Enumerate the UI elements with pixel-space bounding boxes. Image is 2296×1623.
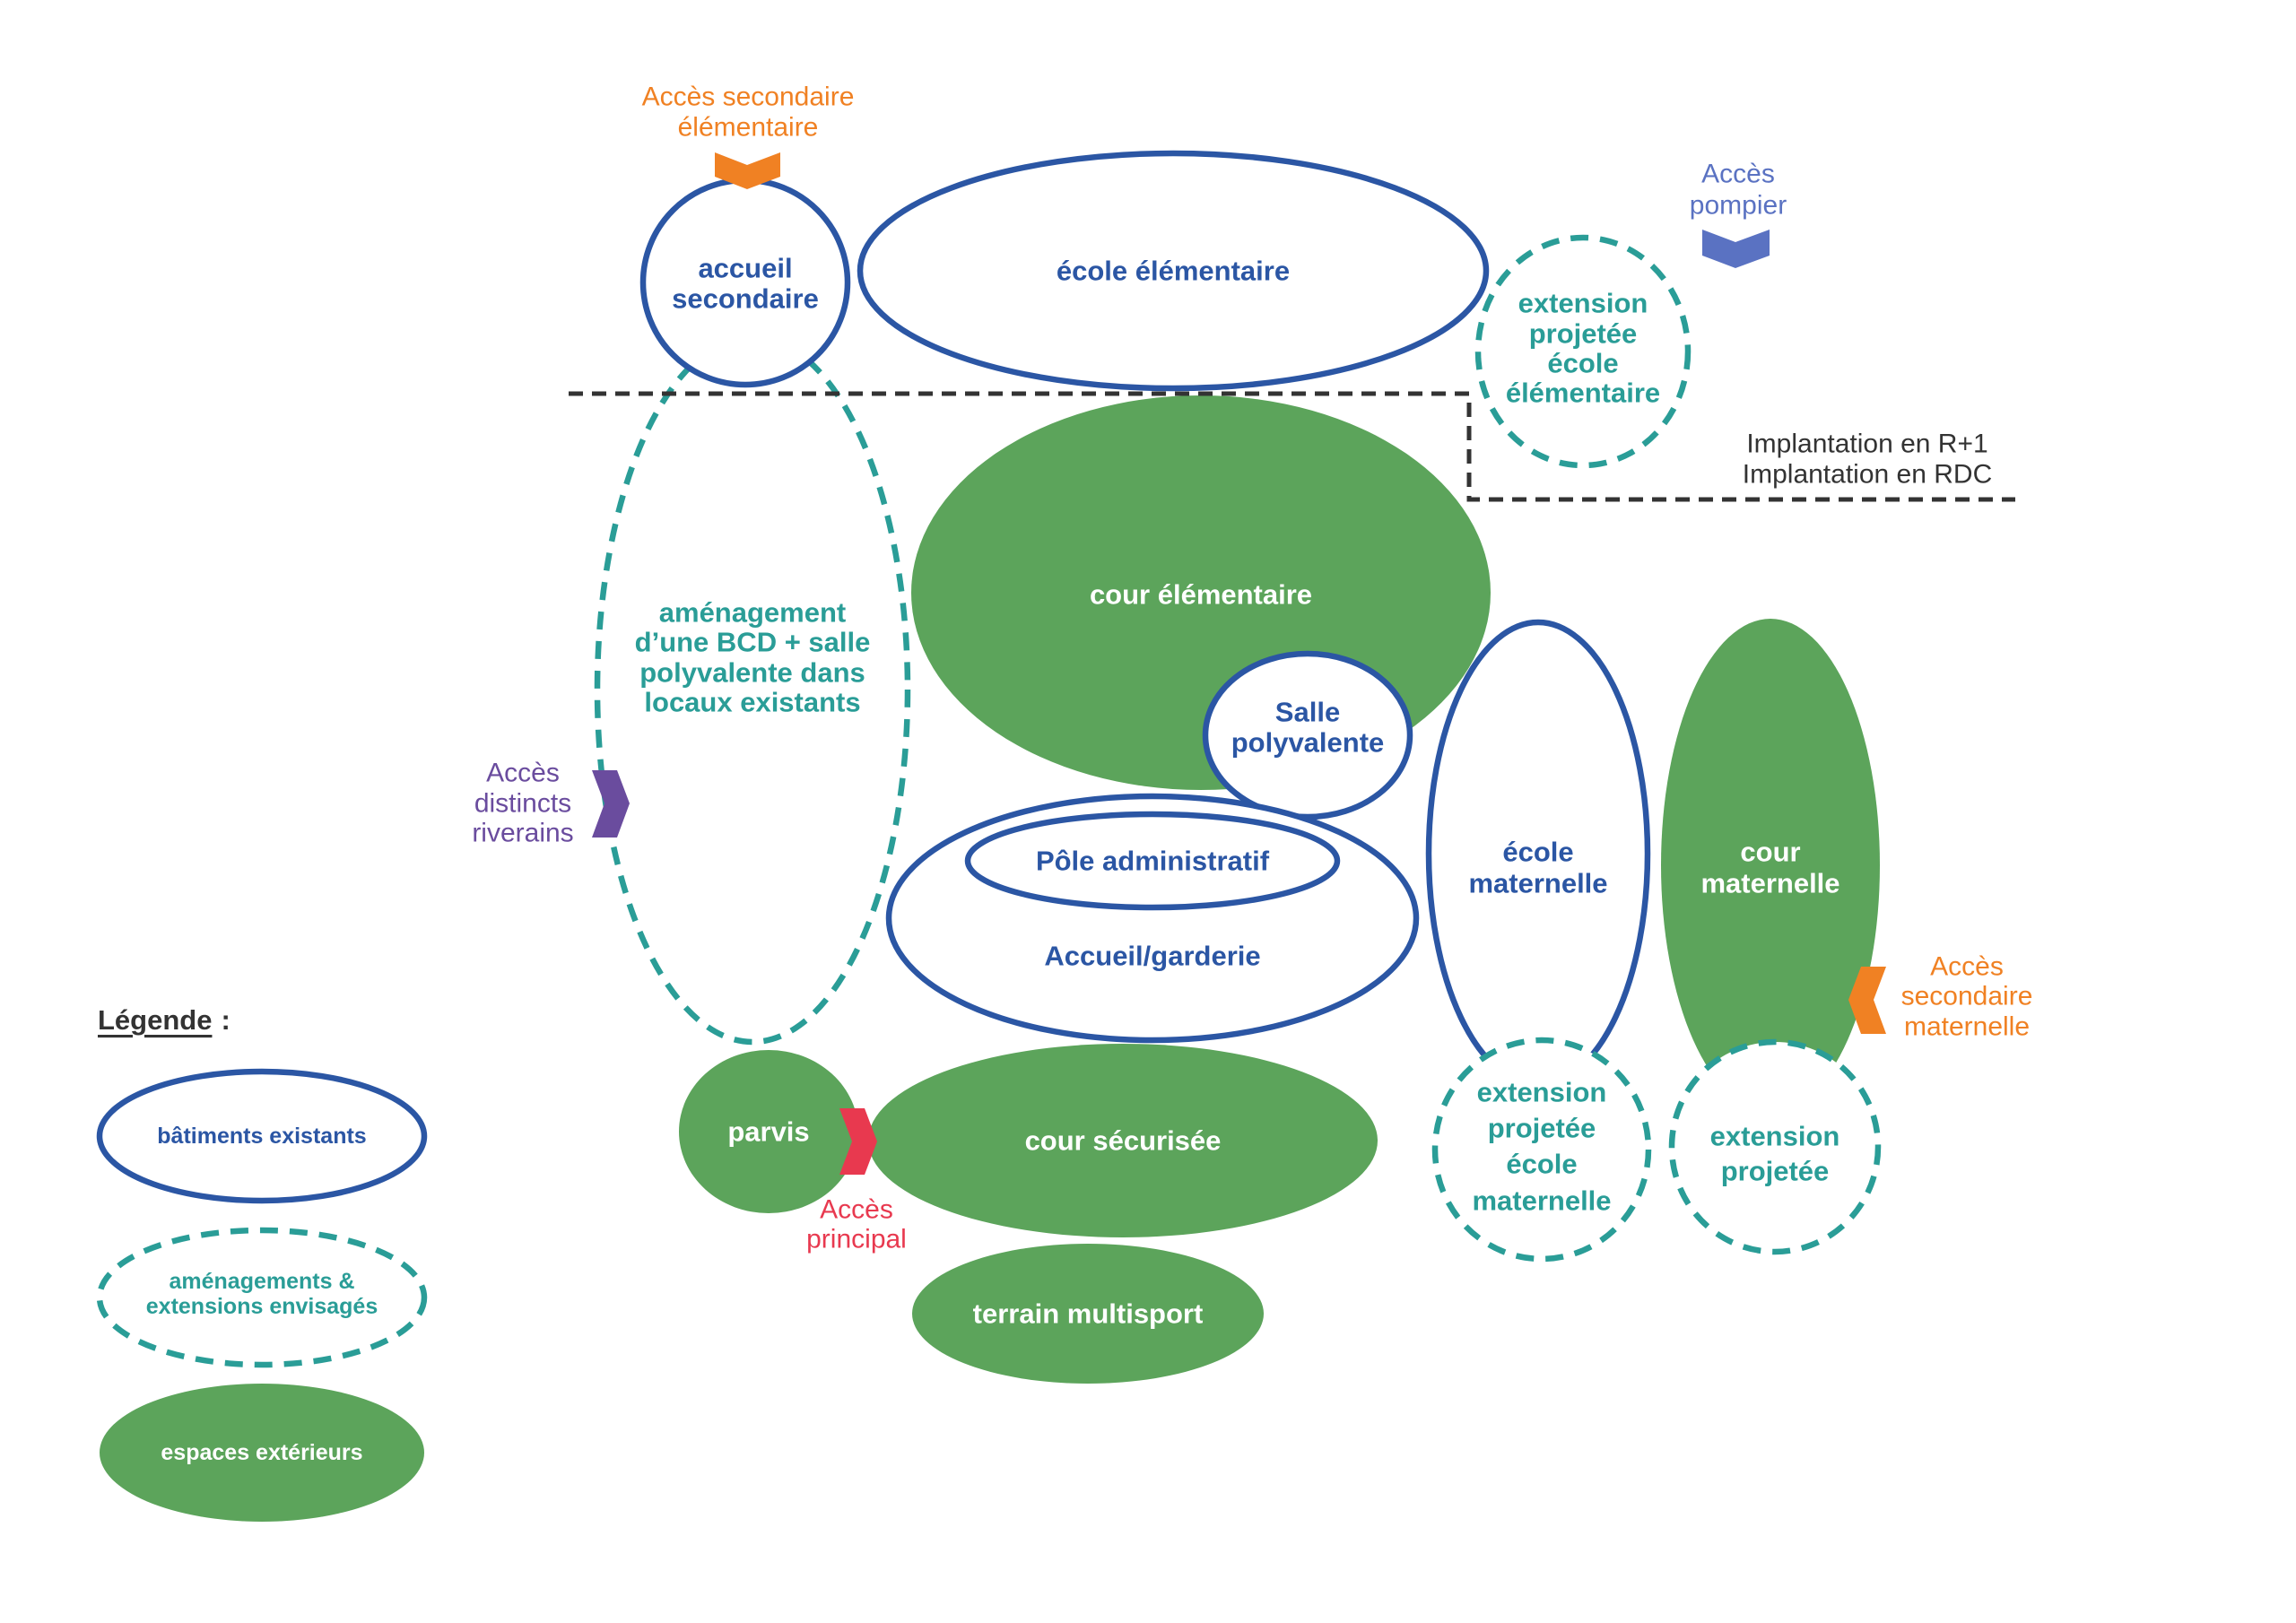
access-secondaire-maternelle-label-line2: secondaire — [1901, 982, 2033, 1011]
access-secondaire-elementaire-label-line1: Accès secondaire — [642, 82, 855, 112]
pole-administratif-building — [964, 811, 1341, 911]
accueil-secondaire-label-line1: accueil — [698, 253, 792, 284]
amenagement-bcd-label-line1: aménagement — [659, 597, 846, 629]
salle-polyvalente-label-line2: polyvalente — [1231, 727, 1385, 759]
access-riverains-label-line2: distincts — [474, 789, 571, 819]
amenagement-bcd-label-line4: locaux existants — [644, 687, 860, 718]
parvis-outdoor — [679, 1050, 858, 1213]
extension-projetee-planned — [1668, 1038, 1882, 1255]
access-principal-label-line1: Accès — [820, 1195, 893, 1225]
pole-administratif-label: Pôle administratif — [1036, 846, 1270, 877]
terrain-multisport-outdoor — [912, 1244, 1264, 1384]
cour-elementaire-label: cour élémentaire — [1090, 579, 1312, 611]
access-secondaire-elementaire-arrow-icon — [715, 152, 780, 189]
extension-elementaire-label-line4: élémentaire — [1506, 378, 1660, 409]
legend-title-word: Légende — [98, 1004, 212, 1036]
amenagement-bcd-label-line3: polyvalente dans — [639, 657, 865, 689]
terrain-multisport-label: terrain multisport — [973, 1298, 1204, 1330]
extension-projetee-label-line2: projetée — [1721, 1156, 1830, 1187]
extension-maternelle-label-line1: extension — [1477, 1077, 1607, 1108]
legend-existing-swatch — [96, 1068, 428, 1204]
legend-planned-swatch — [96, 1227, 428, 1368]
cour-securisee-outdoor — [868, 1044, 1378, 1237]
accueil-garderie-label: Accueil/garderie — [1044, 941, 1260, 972]
access-secondaire-maternelle-label-line3: maternelle — [1904, 1012, 2030, 1042]
cour-securisee-label: cour sécurisée — [1025, 1125, 1222, 1157]
access-principal-arrow-icon — [839, 1108, 877, 1175]
cour-maternelle-label-line2: maternelle — [1700, 868, 1839, 899]
access-riverains-arrow-icon — [592, 770, 630, 838]
access-pompier-arrow-icon — [1702, 230, 1770, 268]
access-riverains-label-line3: riverains — [472, 819, 573, 848]
access-pompier-label-line2: pompier — [1690, 191, 1787, 221]
parvis-label: parvis — [727, 1116, 809, 1148]
extension-elementaire-planned — [1474, 234, 1692, 469]
access-riverains-label-line1: Accès — [486, 759, 560, 788]
legend-outdoor-label: espaces extérieurs — [161, 1440, 362, 1465]
amenagement-bcd-label-line2: d’une BCD + salle — [635, 627, 871, 658]
ecole-maternelle-label-line1: école — [1502, 837, 1573, 868]
bcd-planned-ellipse — [594, 334, 911, 1046]
legend-title: Légende: — [98, 1004, 230, 1036]
legend-planned-label-line1: aménagements & — [169, 1269, 354, 1294]
extension-elementaire-label-line2: projetée — [1529, 318, 1638, 350]
legend-planned-label-line2: extensions envisagés — [146, 1294, 378, 1319]
legend: Légende: bâtiments existants aménagement… — [96, 1004, 428, 1522]
access-secondaire-maternelle-arrow-icon — [1848, 967, 1886, 1034]
extension-maternelle-label-line3: école — [1506, 1149, 1577, 1180]
ecole-maternelle-label-line2: maternelle — [1468, 868, 1607, 899]
legend-outdoor-swatch — [100, 1384, 424, 1522]
legend-existing-label: bâtiments existants — [157, 1124, 366, 1149]
level-divider-line — [569, 391, 2015, 502]
cour-maternelle-label-line1: cour — [1740, 837, 1800, 868]
salle-polyvalente-label-line1: Salle — [1275, 697, 1340, 728]
extension-elementaire-label-line1: extension — [1518, 288, 1648, 319]
access-principal-label-line2: principal — [806, 1225, 907, 1254]
ecole-elementaire-building — [857, 150, 1490, 392]
accueil-secondaire-label-line2: secondaire — [672, 283, 819, 315]
access-secondaire-maternelle-label-line1: Accès — [1930, 952, 2004, 982]
level-rdc-label: Implantation en RDC — [1743, 460, 1992, 490]
extension-elementaire-label-line3: école — [1547, 348, 1618, 379]
access-pompier-label-line1: Accès — [1701, 160, 1775, 189]
ecole-elementaire-label: école élémentaire — [1057, 256, 1290, 287]
access-secondaire-elementaire-label-line2: élémentaire — [678, 113, 819, 143]
cour-maternelle-outdoor — [1661, 619, 1880, 1112]
extension-maternelle-label-line4: maternelle — [1472, 1185, 1611, 1217]
level-r1-label: Implantation en R+1 — [1746, 430, 1987, 459]
legend-title-colon: : — [221, 1004, 230, 1036]
extension-maternelle-planned — [1431, 1037, 1652, 1263]
extension-maternelle-label-line2: projetée — [1488, 1113, 1596, 1144]
extension-projetee-label-line1: extension — [1710, 1121, 1840, 1152]
